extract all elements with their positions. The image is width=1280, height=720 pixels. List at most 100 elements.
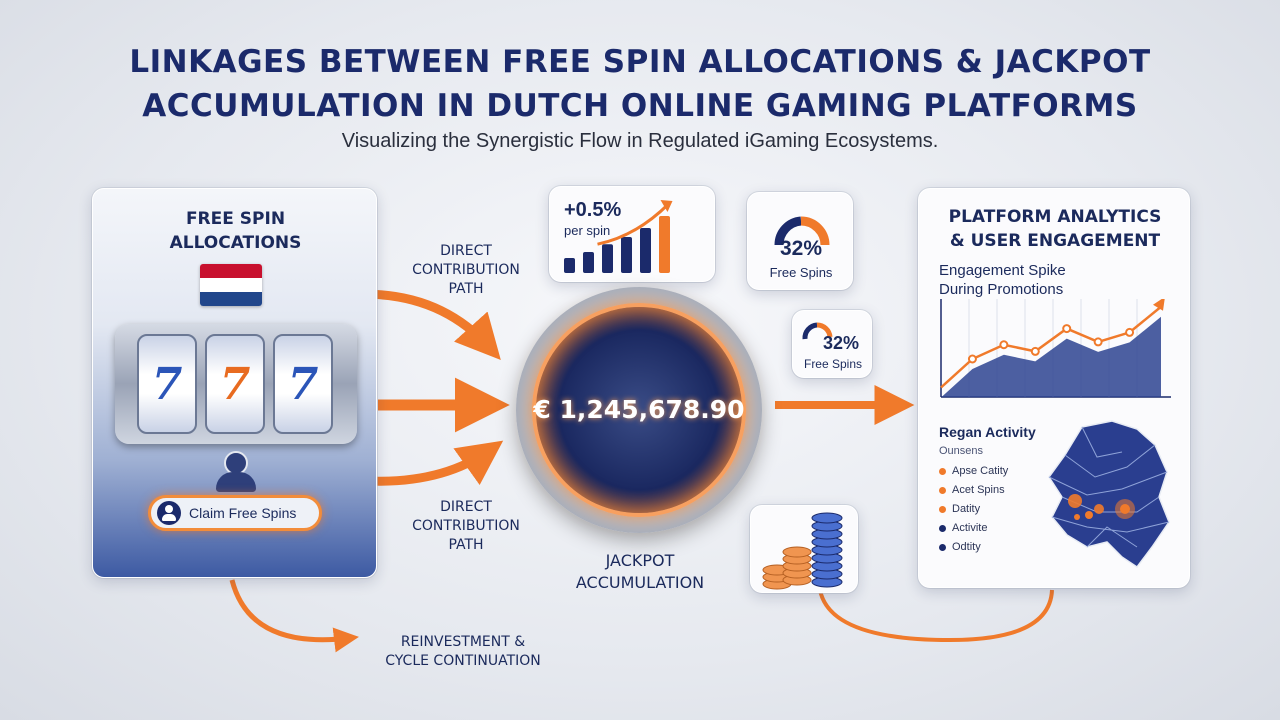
- data-point: [1125, 327, 1135, 337]
- rate-trend-arrowhead: [660, 200, 673, 212]
- share-ring-chart: [774, 216, 830, 246]
- legend-dot-icon: [939, 505, 946, 513]
- legend-item: Apse Catity: [939, 465, 1008, 477]
- bottom-path-label: DIRECT CONTRIBUTION PATH: [396, 498, 536, 555]
- cycle-label-line-1: REINVESTMENT &: [400, 634, 526, 650]
- rate-trend-line: [597, 202, 670, 246]
- slot-reel: 7: [137, 334, 197, 434]
- reel-symbol: 7: [287, 359, 319, 410]
- region-activity-subtitle: Ounsens: [939, 445, 984, 457]
- share-label: Free Spins: [769, 265, 833, 280]
- engagement-line: [940, 305, 1162, 389]
- jackpot-label-line-2: ACCUMULATION: [575, 573, 705, 592]
- engagement-chart-title-line-1: Engagement Spike: [939, 262, 1066, 279]
- map-activity-dots: [1068, 494, 1135, 520]
- rate-unit: per spin: [564, 223, 611, 238]
- jackpot-label: JACKPOT ACCUMULATION: [540, 550, 740, 594]
- dutch-flag-icon: [200, 264, 262, 306]
- rate-bars: [564, 200, 673, 273]
- legend-item: Acet Spins: [939, 484, 1005, 496]
- jackpot-amount: € 1,245,678.90: [533, 395, 745, 424]
- region-activity-title: Regan Activity: [939, 424, 1036, 440]
- legend-item: Datity: [939, 503, 980, 515]
- engagement-arrowhead: [1153, 299, 1165, 311]
- legend-item: Odtity: [939, 541, 981, 553]
- data-point: [1030, 346, 1040, 356]
- legend-label: Datity: [952, 503, 981, 515]
- legend-label: Apse Catity: [952, 465, 1009, 477]
- claim-free-spins-button[interactable]: Claim Free Spins: [148, 495, 322, 531]
- share-ring-chart-small: [802, 322, 833, 340]
- page-title: LINKAGES BETWEEN FREE SPIN ALLOCATIONS &…: [0, 40, 1280, 128]
- engagement-chart-title-line-2: During Promotions: [939, 281, 1064, 298]
- jackpot-label-line-1: JACKPOT: [605, 551, 675, 570]
- legend-label: Acet Spins: [952, 484, 1005, 496]
- user-circle-icon: [157, 501, 181, 525]
- ring-base-segment: [774, 216, 802, 246]
- legend-item: Activite: [939, 522, 987, 534]
- ring-base-segment: [802, 322, 818, 340]
- engagement-chart-title: Engagement Spike During Promotions: [939, 261, 1066, 299]
- analytics-panel: PLATFORM ANALYTICS & USER ENGAGEMENT Eng…: [918, 188, 1190, 588]
- cycle-arrow-right: [818, 589, 1054, 643]
- bottom-path-label-line-2: CONTRIBUTION: [412, 518, 520, 534]
- rate-value: +0.5%: [564, 199, 622, 221]
- top-path-label: DIRECT CONTRIBUTION PATH: [396, 242, 536, 299]
- share-value-small: 32%: [822, 333, 860, 353]
- analytics-title-line-1: PLATFORM ANALYTICS: [948, 207, 1162, 227]
- legend-dot-icon: [939, 543, 946, 551]
- bottom-path-label-line-3: PATH: [448, 537, 484, 553]
- legend-dot-icon: [939, 524, 946, 532]
- data-point: [1062, 324, 1072, 334]
- top-path-label-line-3: PATH: [448, 281, 484, 297]
- slot-reel: 7: [205, 334, 265, 434]
- jackpot-core: [532, 303, 746, 517]
- title-line-1: LINKAGES BETWEEN FREE SPIN ALLOCATIONS &…: [129, 44, 1151, 80]
- analytics-title: PLATFORM ANALYTICS & USER ENGAGEMENT: [919, 205, 1191, 253]
- ring-share-segment: [800, 216, 830, 246]
- cycle-label-line-2: CYCLE CONTINUATION: [385, 653, 541, 669]
- user-icon-body: [216, 472, 256, 492]
- data-point: [999, 340, 1009, 350]
- netherlands-map: [1048, 420, 1170, 569]
- legend-label: Activite: [952, 522, 988, 534]
- share-value: 32%: [779, 237, 823, 260]
- free-spins-share-card: 32% Free Spins: [747, 192, 853, 290]
- engagement-area: [941, 316, 1161, 398]
- claim-button-label: Claim Free Spins: [189, 505, 297, 521]
- cycle-label: REINVESTMENT & CYCLE CONTINUATION: [368, 633, 558, 671]
- rate-bar: [602, 244, 613, 273]
- top-path-label-line-1: DIRECT: [440, 243, 492, 259]
- ring-share-segment: [816, 322, 833, 338]
- rate-bar: [564, 258, 575, 273]
- reel-symbol: 7: [219, 359, 251, 410]
- bottom-path-label-line-1: DIRECT: [440, 499, 492, 515]
- coins-card: [750, 505, 858, 593]
- legend-label: Odtity: [952, 541, 981, 553]
- free-spins-share-card-small: 32% Free Spins: [792, 310, 872, 378]
- page-subtitle: Visualizing the Synergistic Flow in Regu…: [341, 130, 939, 152]
- title-line-2: ACCUMULATION IN DUTCH ONLINE GAMING PLAT…: [142, 88, 1138, 124]
- share-label-small: Free Spins: [803, 357, 863, 371]
- analytics-title-line-2: & USER ENGAGEMENT: [949, 231, 1161, 251]
- engagement-line-chart: [940, 299, 1171, 398]
- free-spin-title-line-2: ALLOCATIONS: [169, 233, 302, 253]
- top-path-label-line-2: CONTRIBUTION: [412, 262, 520, 278]
- rate-bar: [583, 252, 594, 273]
- reel-symbol: 7: [151, 359, 183, 410]
- rate-bar: [640, 228, 651, 273]
- free-spin-panel: FREE SPIN ALLOCATIONS 7 7 7 Claim Free S…: [92, 188, 377, 578]
- cycle-arrow-left: [229, 579, 359, 653]
- rate-bar: [621, 237, 632, 273]
- rate-card: +0.5% per spin: [549, 186, 715, 282]
- data-point: [1093, 337, 1103, 347]
- free-spin-title-line-1: FREE SPIN: [185, 209, 286, 229]
- coin-stacks-icon: [762, 512, 843, 590]
- slot-machine-icon: 7 7 7: [115, 324, 357, 444]
- legend-dot-icon: [939, 486, 946, 494]
- slot-reel: 7: [273, 334, 333, 434]
- free-spin-title: FREE SPIN ALLOCATIONS: [93, 207, 376, 255]
- legend-dot-icon: [939, 467, 946, 475]
- data-point: [967, 354, 977, 364]
- rate-bar: [659, 216, 670, 273]
